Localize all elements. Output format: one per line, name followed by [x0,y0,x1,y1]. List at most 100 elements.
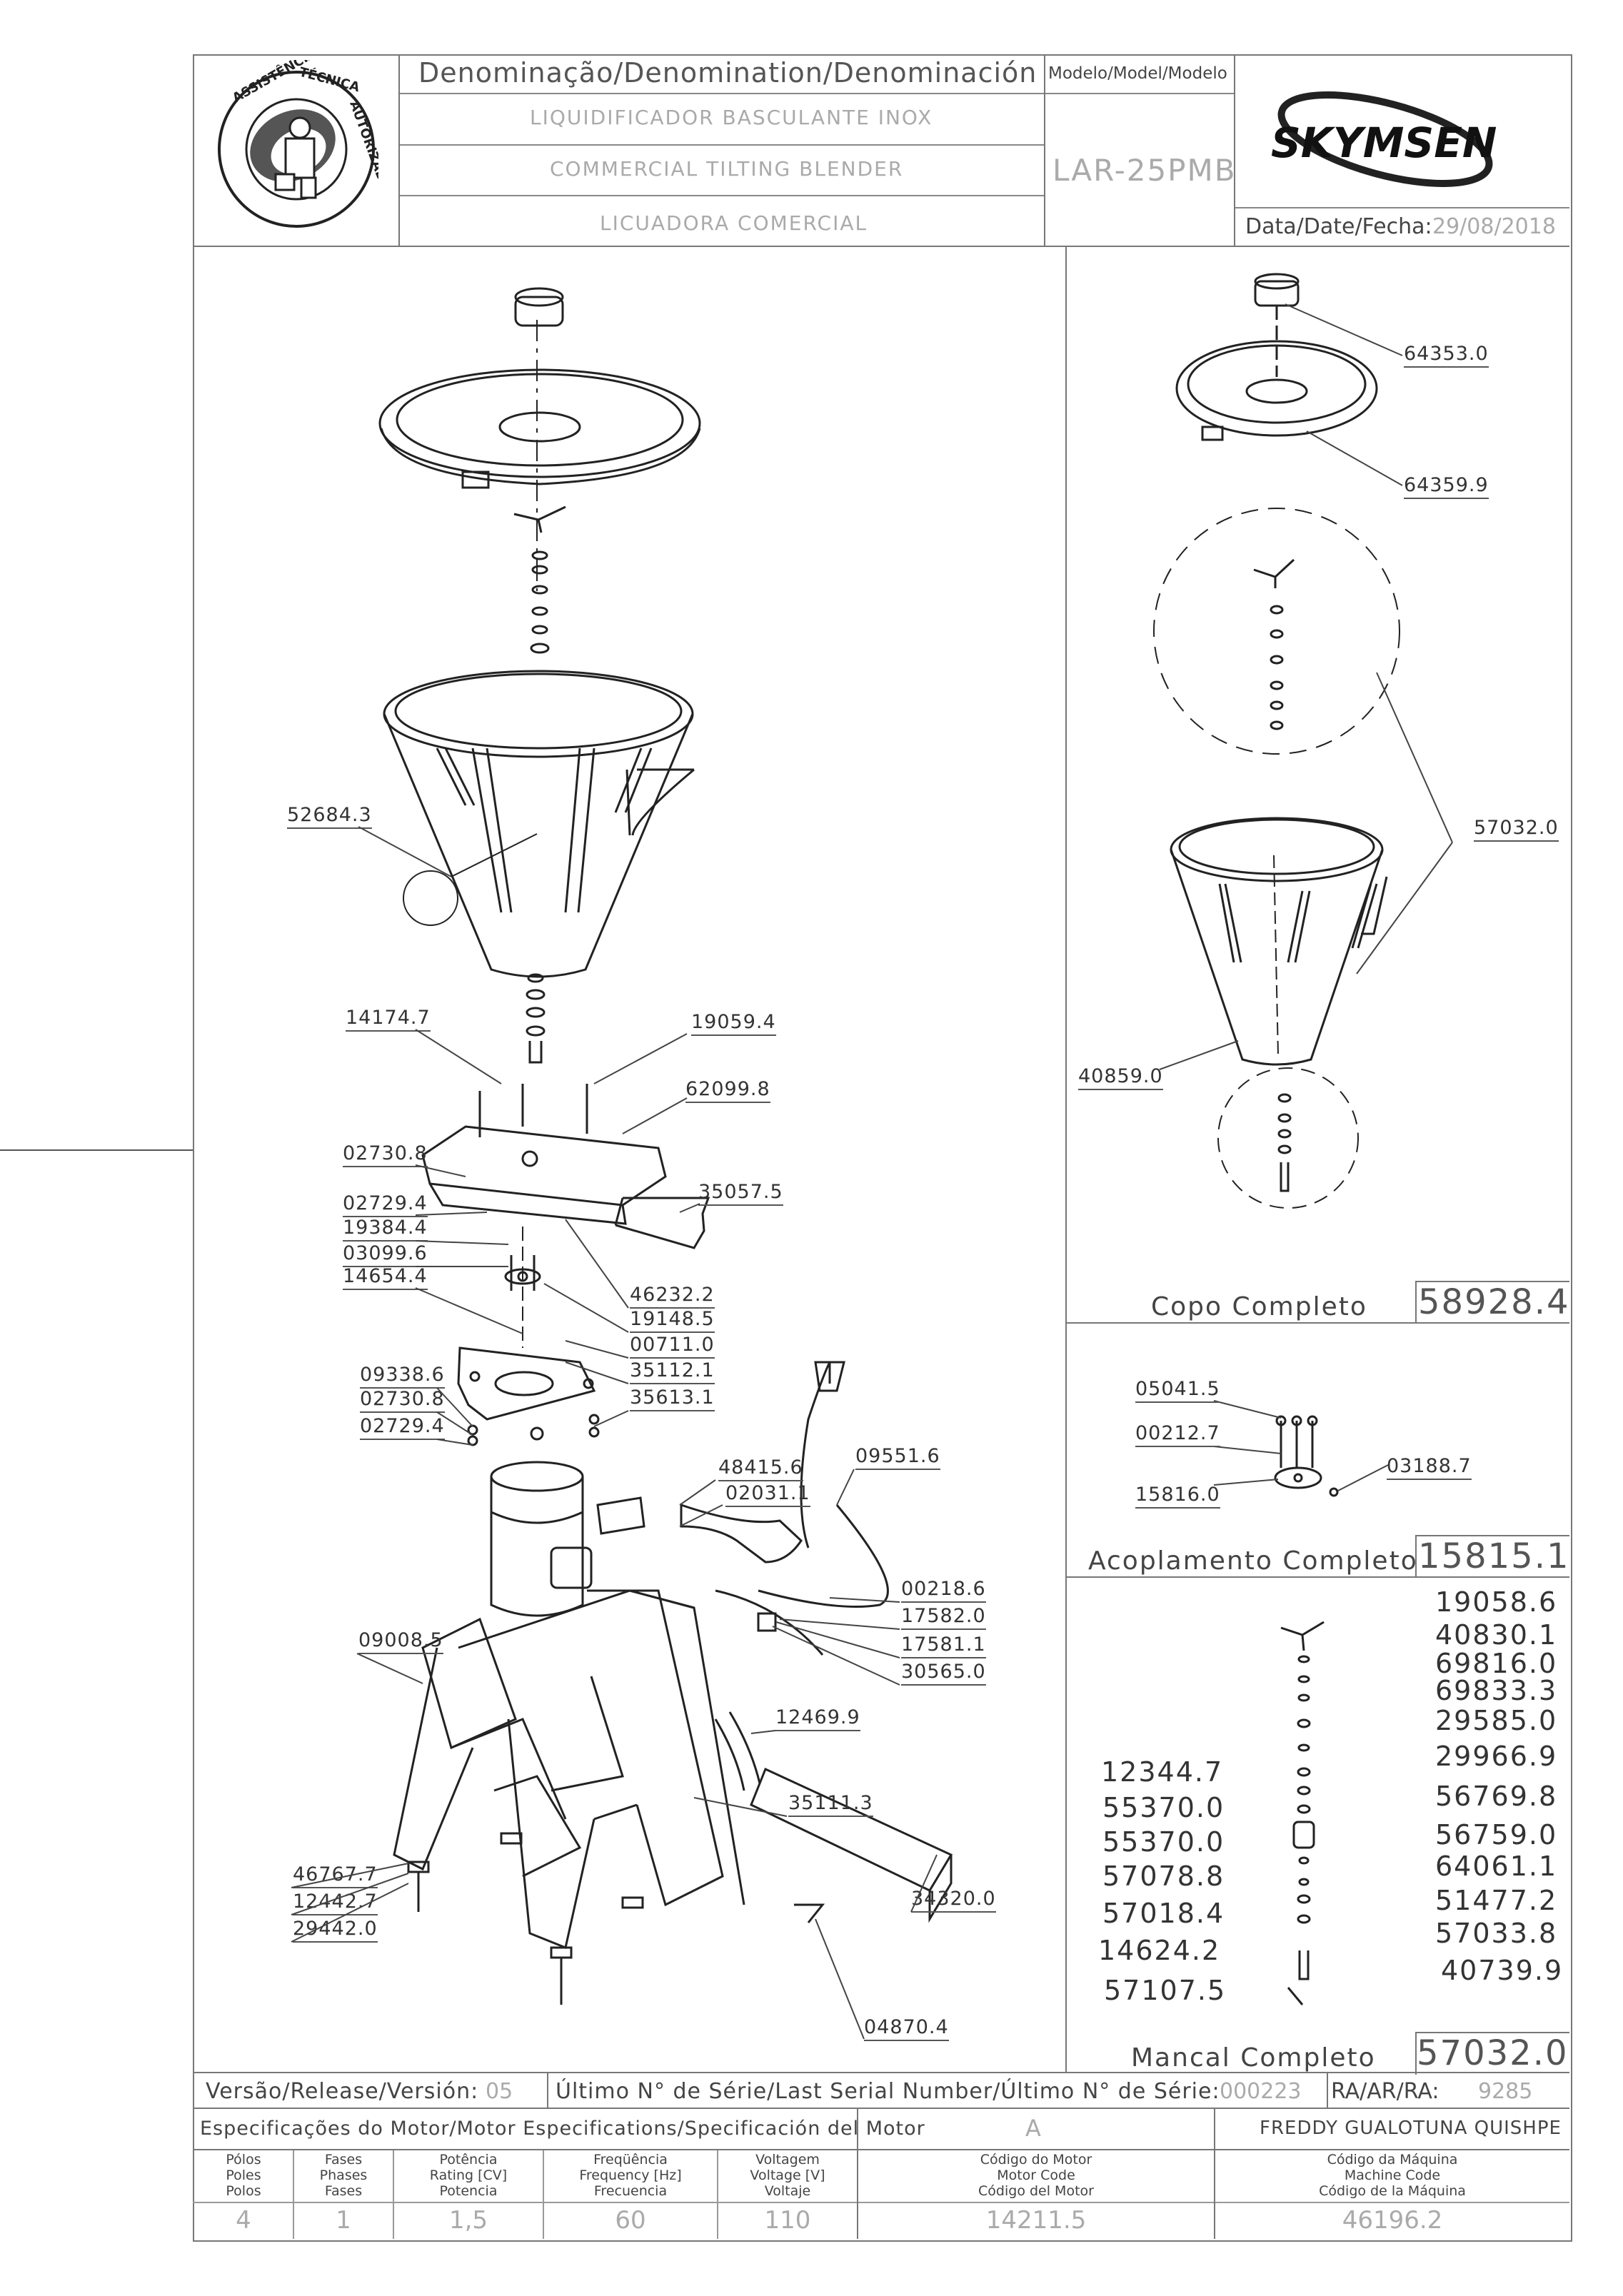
serial-value: 000223 [1220,2079,1302,2104]
part-05041-5: 05041.5 [1135,1378,1220,1403]
spec-value-frequency: 60 [615,2206,646,2235]
mancal-right-code: 56769.8 [1435,1781,1558,1812]
part-02729-4a: 02729.4 [343,1192,428,1217]
part-64353-0: 64353.0 [1404,343,1489,368]
part-09008-5: 09008.5 [358,1629,443,1654]
product-name-en: COMMERCIAL TILTING BLENDER [550,157,904,181]
mancal-left-code: 57107.5 [1104,1975,1227,2006]
mancal-left-code: 14624.2 [1098,1935,1221,1966]
part-48415-6: 48415.6 [718,1456,803,1481]
part-15816-0: 15816.0 [1135,1484,1220,1509]
part-52684-3: 52684.3 [287,804,372,829]
spec-value-voltage: 110 [764,2206,811,2235]
part-19384-4: 19384.4 [343,1217,428,1242]
footer-row-line-3 [193,2202,1569,2203]
product-name-es: LICUADORA COMERCIAL [600,211,868,235]
version-value: 05 [486,2079,513,2104]
part-14654-4: 14654.4 [343,1265,428,1290]
mancal-right-code: 19058.6 [1435,1586,1558,1618]
acoplamento-title: Acoplamento Completo [1088,1546,1418,1576]
mancal-left-code: 55370.0 [1102,1792,1225,1823]
spec-col-div-1 [293,2150,294,2239]
spec-value-machine-code: 46196.2 [1342,2206,1443,2235]
part-46232-2: 46232.2 [630,1284,715,1309]
part-00212-7: 00212.7 [1135,1422,1220,1447]
header-row-line-3 [400,195,1044,196]
mancal-right-code: 64061.1 [1435,1851,1558,1882]
part-64359-9: 64359.9 [1404,474,1489,499]
main-leader-lines [291,826,938,2040]
brand-name: SKYMSEN [1271,119,1497,167]
part-62099-8: 62099.8 [685,1078,770,1103]
part-02730-8a: 02730.8 [343,1142,428,1167]
brand-cell-border [1234,54,1235,247]
part-19148-5: 19148.5 [630,1308,715,1333]
motor-letter: A [1025,2115,1041,2142]
part-12469-9: 12469.9 [775,1706,860,1731]
mancal-code: 57032.0 [1417,2033,1569,2073]
svg-text:AUTORIZADA: AUTORIZADA [346,99,378,193]
left-margin-line [0,1149,193,1151]
ra-value: 9285 [1478,2079,1533,2104]
mancal-right-code: 40830.1 [1435,1619,1558,1651]
ra-label: RA/AR/RA: [1331,2079,1439,2104]
copo-code-box [1415,1281,1569,1324]
part-30565-0: 30565.0 [901,1661,986,1686]
mancal-right-code: 29585.0 [1435,1705,1558,1736]
part-46767-7: 46767.7 [293,1863,378,1888]
part-40859-0: 40859.0 [1078,1065,1163,1090]
spec-col-div-4 [717,2150,718,2239]
spec-value-phases: 1 [336,2206,351,2235]
part-17581-1: 17581.1 [901,1633,986,1658]
mancal-left-code: 57078.8 [1102,1861,1225,1892]
part-34320-0: 34320.0 [911,1888,996,1913]
footer-v-2 [1327,2073,1328,2108]
acoplamento-section-bottom [1067,1576,1569,1578]
denomination-heading: Denominação/Denomination/Denominación [418,57,1037,89]
version-label: Versão/Release/Versión: [206,2079,479,2104]
part-03188-7: 03188.7 [1387,1455,1472,1480]
spec-value-rating: 1,5 [448,2206,488,2235]
date-label: Data/Date/Fecha: [1245,214,1432,239]
part-09338-6: 09338.6 [360,1364,445,1389]
part-35057-5: 35057.5 [698,1181,783,1206]
mancal-right-code: 56759.0 [1435,1819,1558,1851]
footer-row-line-1 [193,2108,1569,2109]
spec-value-motor-code: 14211.5 [985,2206,1087,2235]
motor-spec-label: Especificações do Motor/Motor Especifica… [200,2118,925,2140]
part-02730-8b: 02730.8 [360,1388,445,1413]
logo-cell-border [398,54,400,247]
product-name-pt: LIQUIDIFICADOR BASCULANTE INOX [530,106,933,129]
part-03099-6: 03099.6 [343,1242,428,1267]
spec-col-div-3 [543,2150,544,2239]
copo-title-underline [1147,1322,1415,1324]
logo-stamp: ASSISTÊNCIA TÉCNICA AUTORIZADA [218,60,378,228]
brand-logo: SKYMSEN [1271,91,1497,187]
footer-row-line-2 [193,2149,1569,2150]
footer-v-3 [857,2109,858,2239]
mancal-title: Mancal Completo [1131,2043,1376,2073]
acoplamento-code-box [1415,1535,1569,1578]
spec-value-poles: 4 [236,2206,251,2235]
copo-title: Copo Completo [1151,1292,1367,1321]
header-row-line-2 [400,144,1044,146]
copo-drawing [1153,273,1453,1209]
part-35112-1: 35112.1 [630,1359,715,1384]
acoplamento-drawing [1213,1400,1389,1497]
mancal-left-code: 55370.0 [1102,1826,1225,1858]
mancal-code-box [1415,2032,1569,2075]
mancal-right-code: 29966.9 [1435,1741,1558,1772]
model-value: LAR-25PMB [1052,153,1237,188]
acoplamento-code: 15815.1 [1418,1536,1570,1576]
date-value: 29/08/2018 [1432,214,1556,239]
part-35613-1: 35613.1 [630,1386,715,1411]
author-name: FREDDY GUALOTUNA QUISHPE [1260,2118,1562,2139]
part-17582-0: 17582.0 [901,1605,986,1630]
part-29442-0: 29442.0 [293,1918,378,1943]
serial-label: Último N° de Série/Last Serial Number/Úl… [556,2079,1220,2104]
